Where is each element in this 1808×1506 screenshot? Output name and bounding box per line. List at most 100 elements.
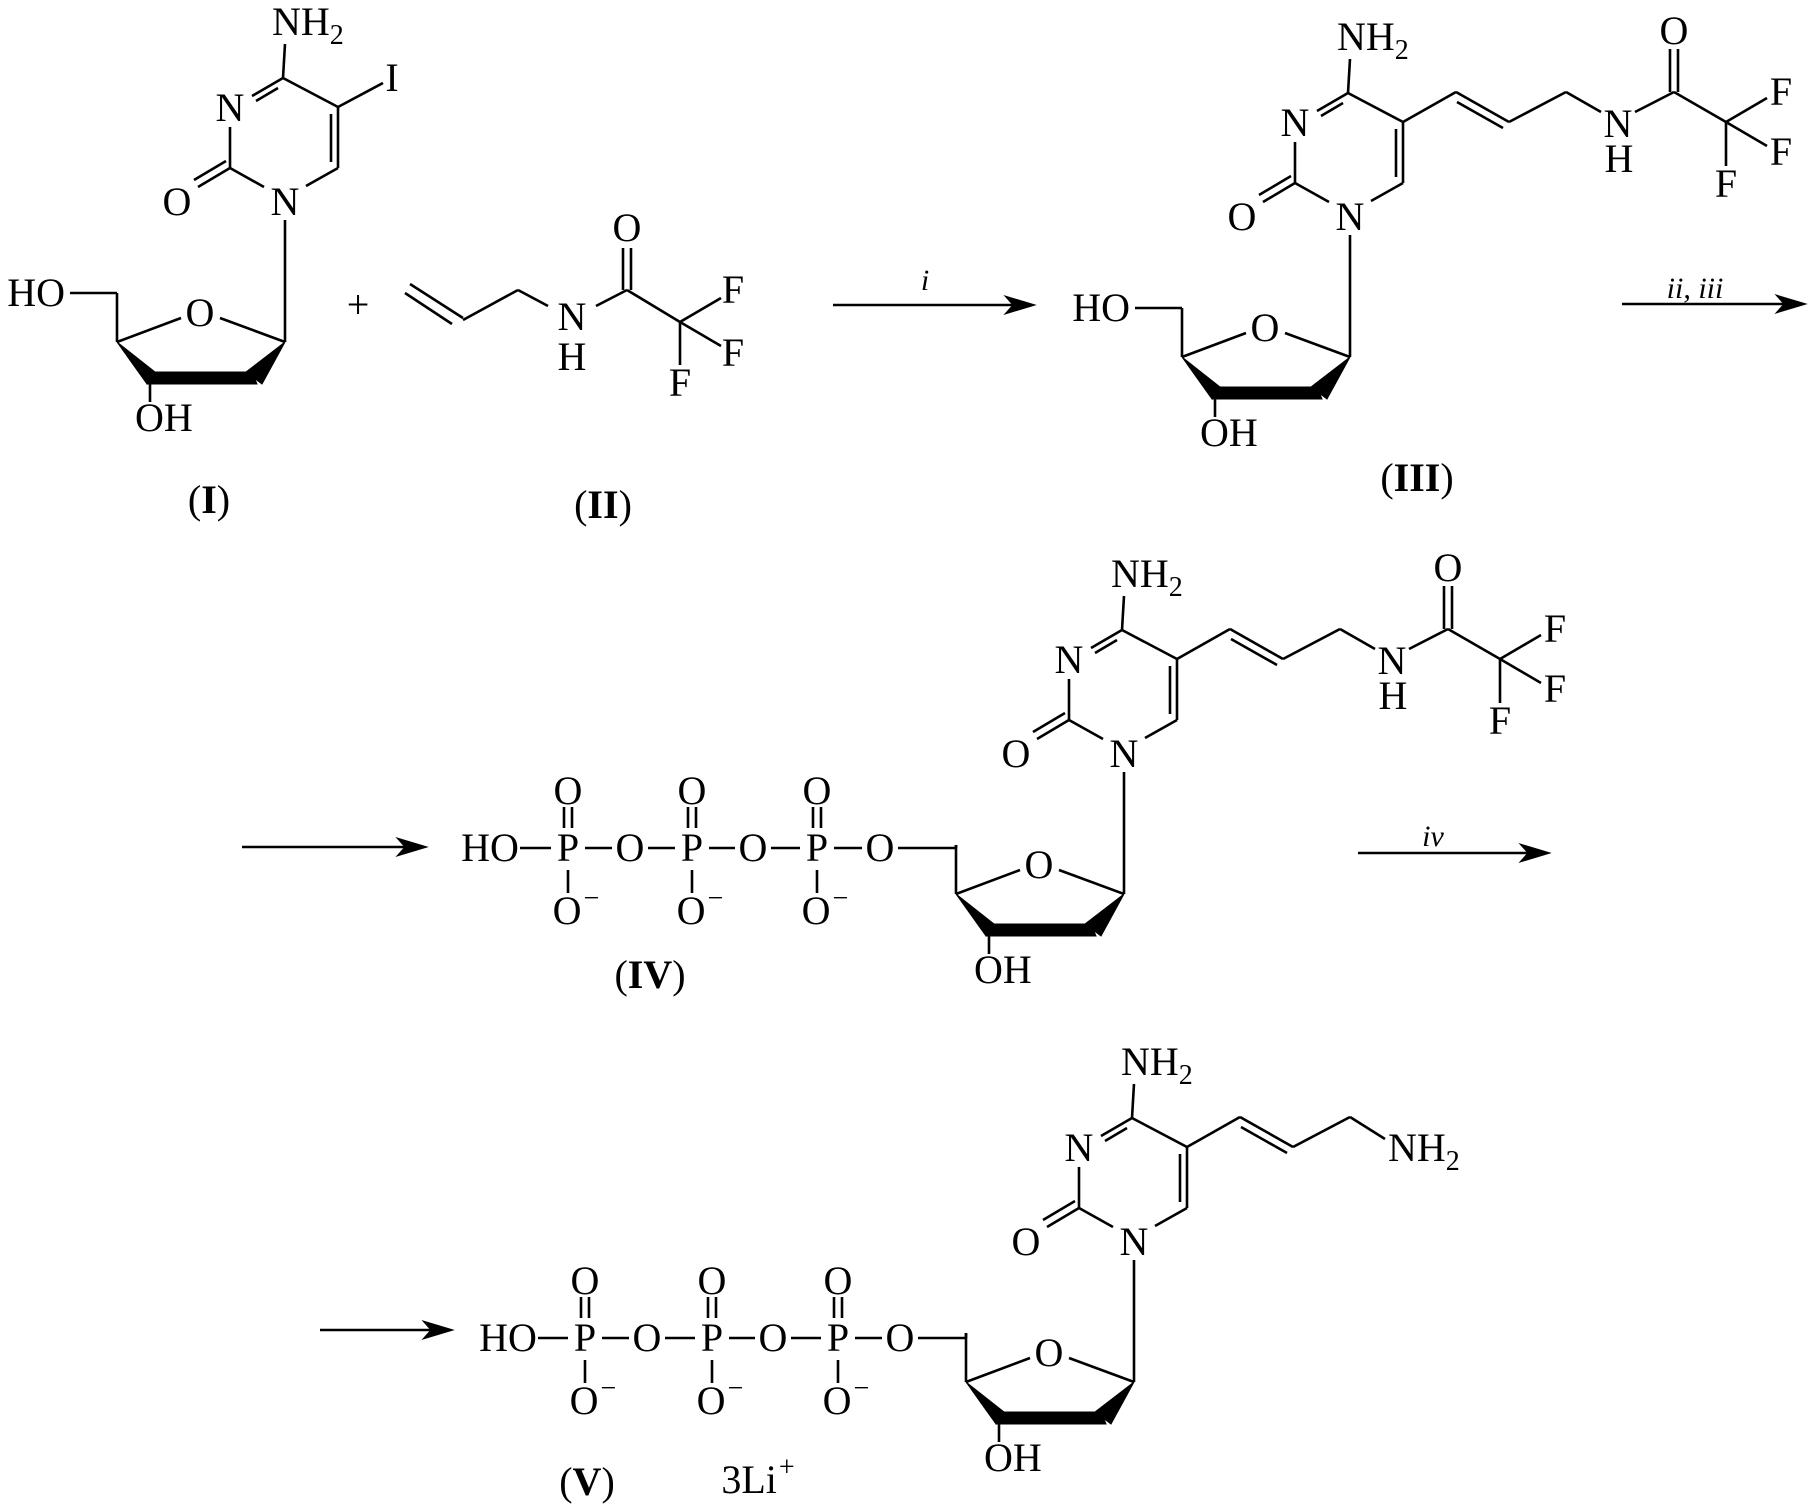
atom-label: P	[827, 1315, 849, 1360]
bond	[281, 43, 287, 79]
bond	[1144, 718, 1178, 740]
label-numeral: IV	[628, 952, 673, 997]
atom-label: NH2	[1337, 14, 1409, 66]
atom-label: O−	[553, 883, 600, 933]
bond	[517, 288, 549, 308]
bond	[1499, 633, 1542, 661]
bond	[1370, 181, 1404, 203]
atom-label: N	[1281, 100, 1310, 145]
bond	[1176, 627, 1231, 661]
bond	[1262, 181, 1296, 204]
atom-label: P	[574, 1315, 596, 1360]
atom-label: P	[701, 1315, 723, 1360]
atom-symbol: NH	[1111, 551, 1169, 596]
label-numeral: II	[587, 482, 618, 527]
atom-label: H	[1379, 673, 1408, 718]
arrow-head	[1003, 295, 1037, 315]
label-paren: (	[559, 1459, 572, 1504]
bond	[955, 868, 1021, 896]
atom-label: F	[1544, 666, 1566, 711]
atom-label: OH	[1200, 410, 1258, 455]
atom-symbol: O	[677, 888, 706, 933]
bond	[1339, 627, 1376, 651]
atom-label: NH2	[272, 0, 344, 51]
reagent-label: iv	[1422, 820, 1444, 853]
label-paren: )	[217, 477, 230, 522]
atom-label: N	[271, 179, 300, 224]
atom-label: O	[163, 179, 192, 224]
bond	[1320, 101, 1344, 118]
bond	[219, 316, 286, 344]
bond	[251, 76, 284, 98]
bond	[116, 316, 182, 344]
atom-symbol: NH	[1121, 1039, 1179, 1084]
bond	[1349, 1115, 1386, 1141]
label-numeral: I	[201, 477, 217, 522]
atom-label: N	[1055, 637, 1084, 682]
atom-label: N	[1336, 194, 1365, 239]
atom-label: F	[1715, 161, 1737, 206]
atom-symbol: O	[802, 888, 831, 933]
bond	[1725, 120, 1768, 148]
bond	[197, 166, 231, 189]
bold-bond	[995, 1411, 1107, 1425]
label-paren: (	[188, 477, 201, 522]
atom-label: HO	[479, 1315, 537, 1360]
bond	[595, 288, 628, 308]
atom-label: HO	[7, 270, 65, 315]
subscript: 2	[330, 20, 344, 51]
atom-label: O	[1012, 1219, 1041, 1264]
atom-label: O	[759, 1315, 788, 1360]
bond	[409, 282, 464, 320]
compound-label: (III)	[1380, 455, 1453, 500]
atom-label: O	[866, 825, 895, 870]
bond	[1090, 628, 1123, 650]
bond	[1508, 90, 1567, 124]
bond	[1408, 627, 1449, 651]
label-paren: )	[601, 1459, 614, 1504]
atom-label: NH2	[1121, 1039, 1193, 1091]
bond	[1046, 1206, 1080, 1229]
counterion-label: 3Li+	[721, 1452, 794, 1502]
bond	[1316, 91, 1349, 113]
atom-label: O−	[697, 1373, 744, 1423]
compound-label: (II)	[574, 482, 632, 527]
arrow-step-iv: iv	[1358, 820, 1552, 863]
bond	[229, 166, 265, 189]
reagent-label: i	[921, 264, 929, 297]
bond	[679, 296, 722, 324]
label-numeral: III	[1394, 455, 1441, 500]
arrow-step-i: i	[833, 264, 1037, 315]
arrow-head	[1774, 294, 1808, 314]
atom-symbol: O	[697, 1378, 726, 1423]
atom-label: O	[739, 825, 768, 870]
bond	[1068, 718, 1104, 741]
atom-label: O	[886, 1315, 915, 1360]
label-paren: )	[1440, 455, 1453, 500]
atom-label: F	[1770, 129, 1792, 174]
bond	[1042, 1199, 1076, 1222]
bond	[255, 86, 279, 103]
bond	[679, 320, 722, 348]
bond	[1229, 627, 1284, 661]
atom-label: P	[681, 825, 703, 870]
atom-label: N	[1065, 1125, 1094, 1170]
atom-label: OH	[974, 947, 1032, 992]
atom-symbol: O	[570, 1378, 599, 1423]
wedge-bond	[245, 341, 286, 385]
atom-label: HO	[1072, 285, 1130, 330]
atom-label: N	[1378, 638, 1407, 683]
bond	[1240, 1125, 1288, 1155]
charge-superscript: +	[779, 1452, 795, 1483]
atom-symbol: NH	[1388, 1125, 1446, 1170]
atom-label: O	[1434, 545, 1463, 590]
atom-label: F	[1489, 698, 1511, 743]
atom-label: O	[824, 1258, 853, 1303]
atom-label: OH	[135, 395, 193, 440]
atom-label: O	[678, 768, 707, 813]
bond	[1068, 1356, 1135, 1384]
atom-label: N	[1604, 101, 1633, 146]
